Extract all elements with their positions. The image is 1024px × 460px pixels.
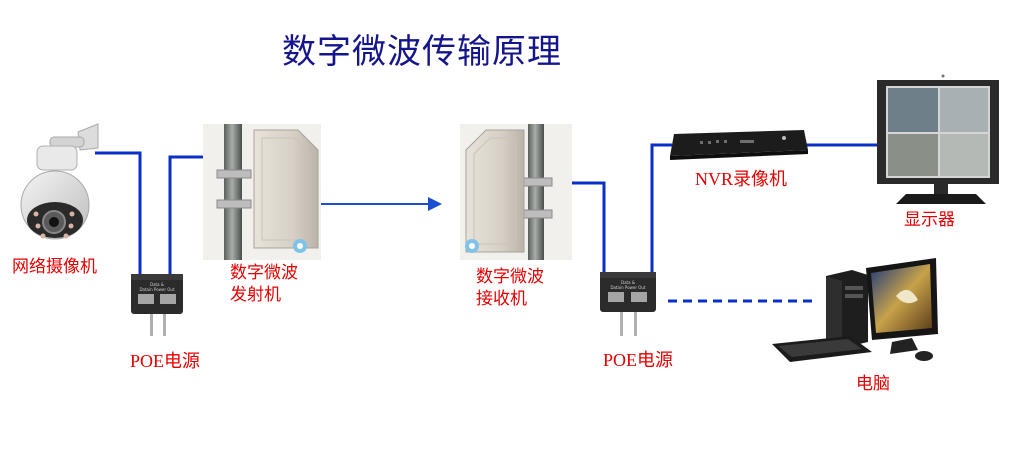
- camera-icon: [20, 123, 99, 240]
- transmitter-label-line2: 发射机: [230, 285, 281, 305]
- poe-left-port-text-2: Datain Power Out: [139, 287, 175, 292]
- camera-label: 网络摄像机: [12, 257, 97, 277]
- monitor-label: 显示器: [904, 210, 955, 230]
- wire-camera-to-poe: [95, 151, 142, 285]
- monitor-icon: [877, 74, 999, 204]
- nvr-label: NVR录像机: [695, 169, 788, 189]
- poe-right-label: POE电源: [603, 350, 674, 370]
- receiver-label-line1: 数字微波: [476, 267, 544, 287]
- diagram-title: 数字微波传输原理: [282, 32, 562, 72]
- wire-poe-to-nvr: [650, 143, 672, 275]
- poe-left-label: POE电源: [130, 351, 201, 371]
- microwave-receiver-icon: [460, 124, 572, 260]
- poe-right-port-text-1: Data &: [621, 280, 635, 285]
- poe-adapter-right-icon: Data & Datain Power Out: [600, 272, 656, 336]
- wireless-arrow: [320, 197, 442, 211]
- receiver-label-line2: 接收机: [476, 289, 527, 309]
- poe-right-port-text-2: Datain Power Out: [610, 285, 646, 290]
- poe-left-port-text-1: Data &: [150, 282, 164, 287]
- transmitter-label-line1: 数字微波: [230, 263, 298, 283]
- poe-adapter-left-icon: Data & Datain Power Out: [131, 274, 183, 336]
- computer-icon: [772, 258, 938, 362]
- microwave-transmitter-icon: [203, 124, 321, 260]
- computer-label: 电脑: [856, 374, 890, 394]
- nvr-recorder-icon: [670, 130, 808, 160]
